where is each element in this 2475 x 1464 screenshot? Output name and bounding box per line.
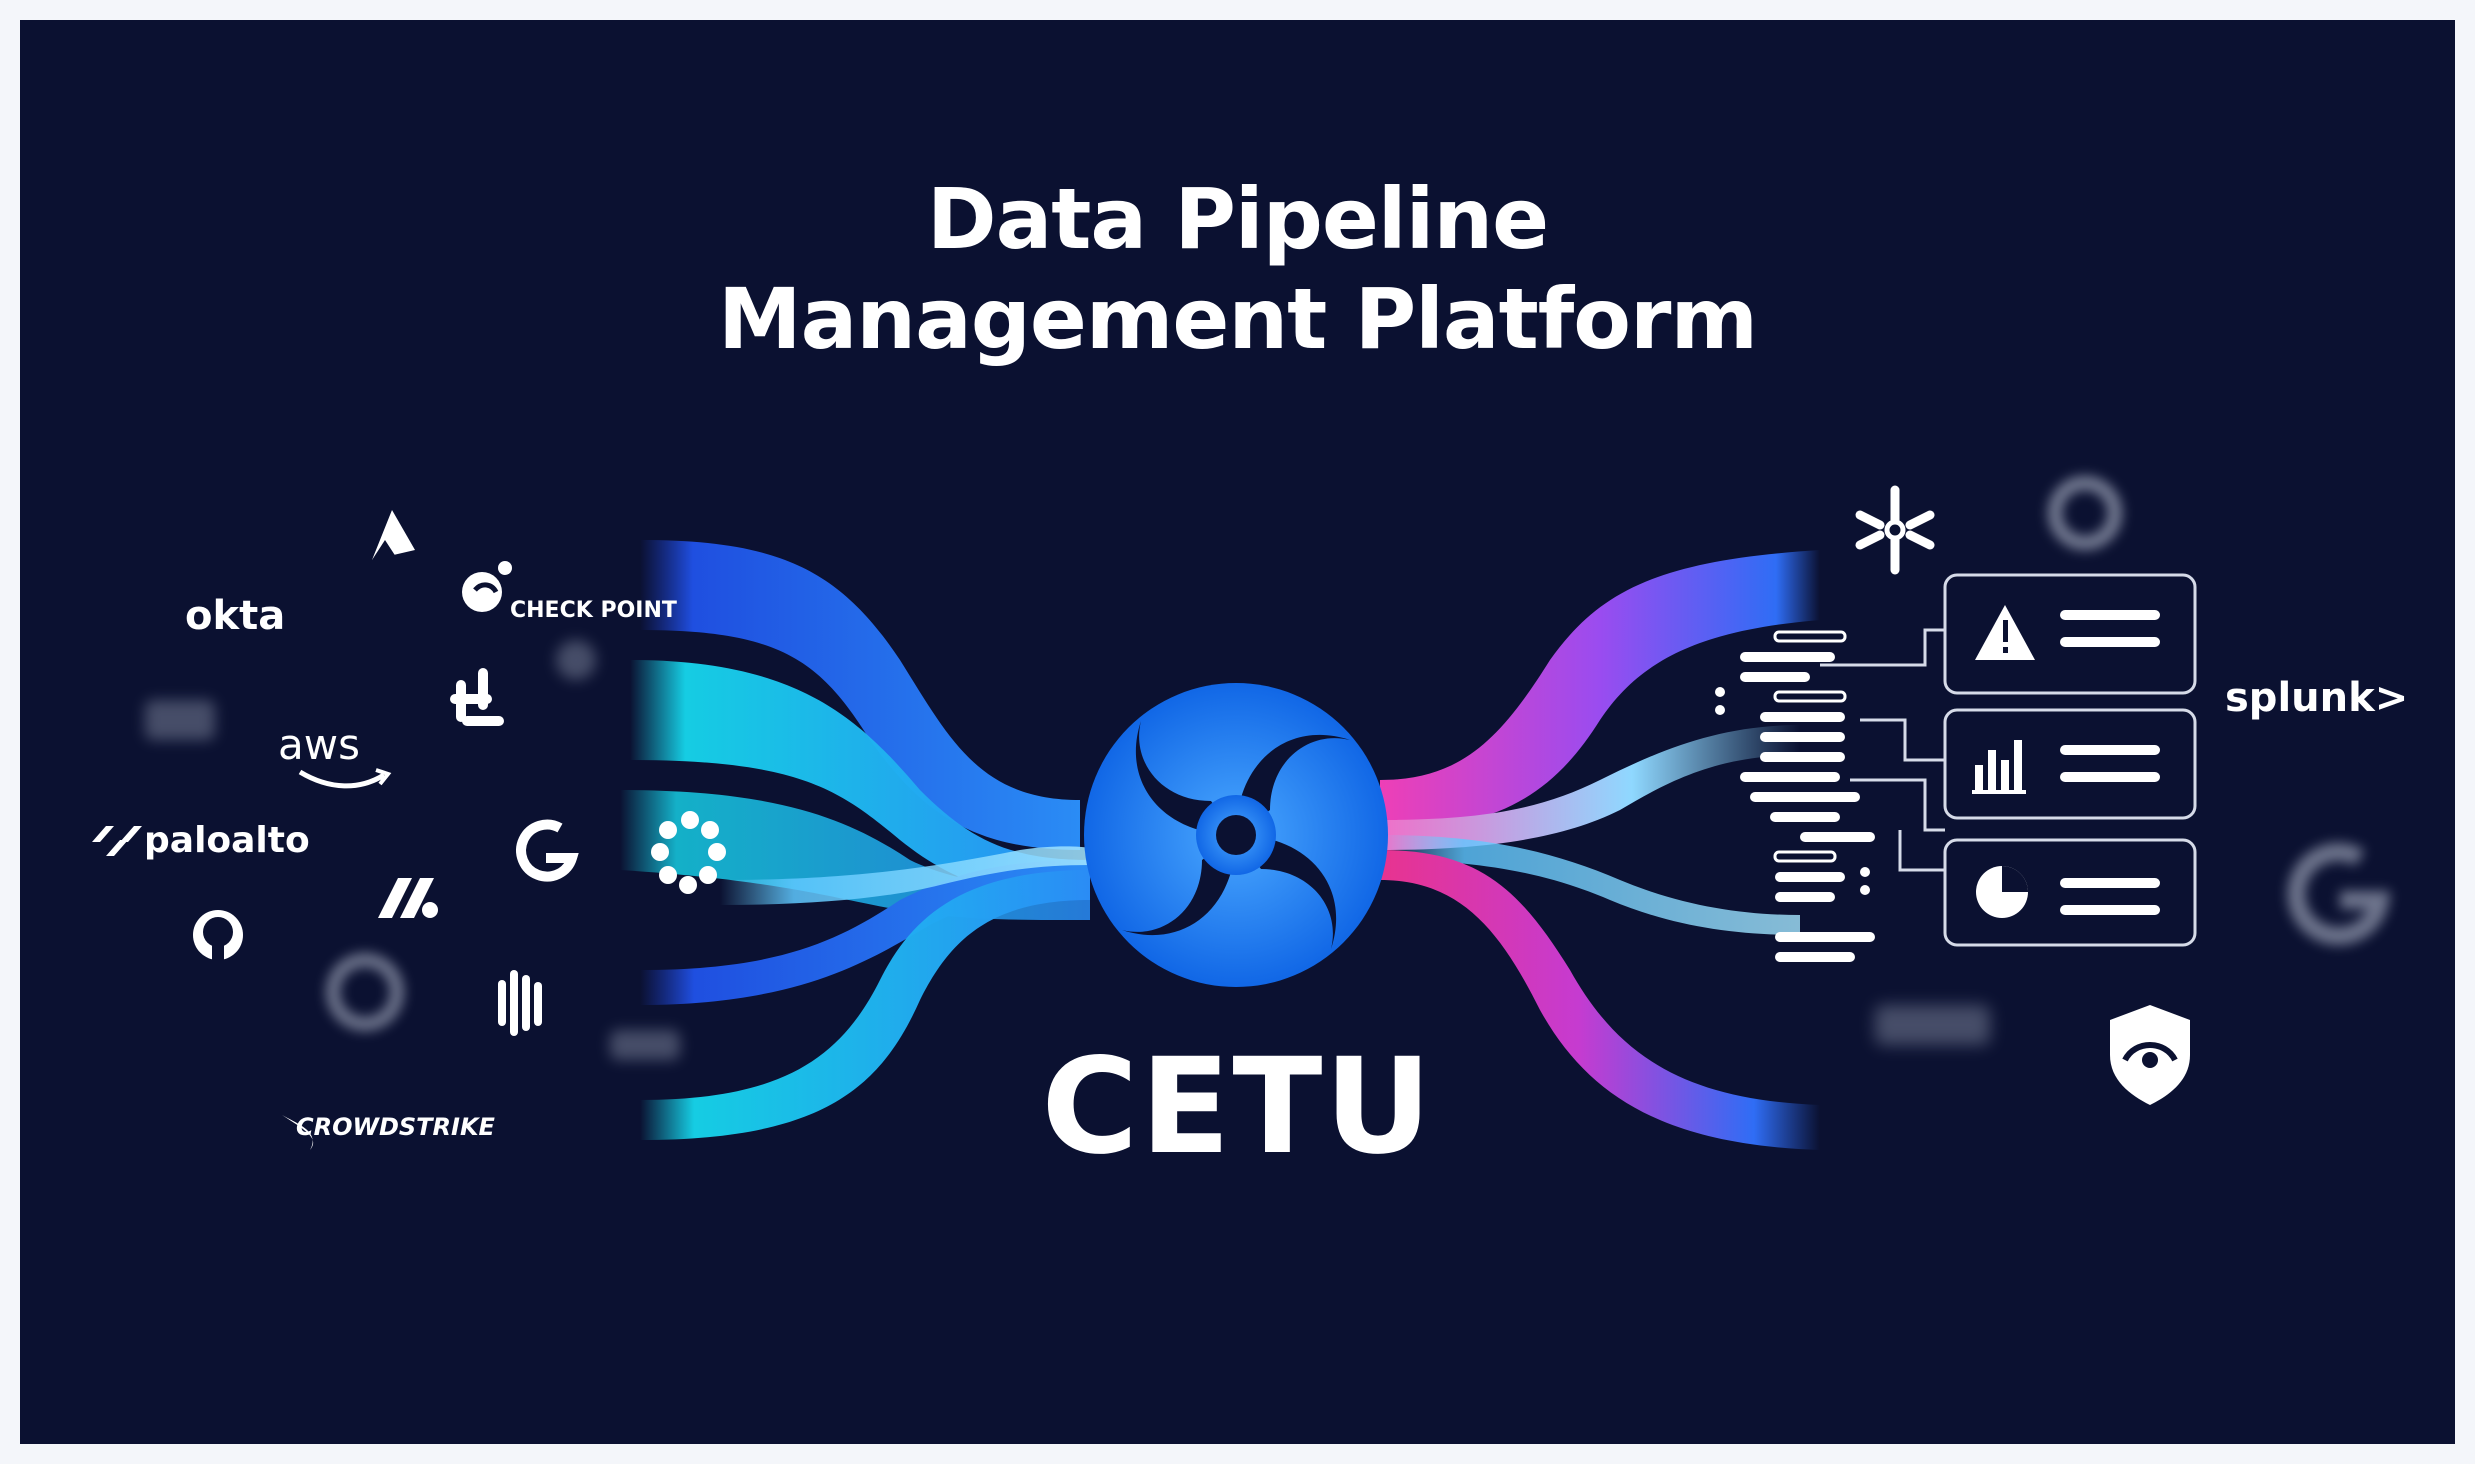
chart-card bbox=[1943, 708, 2197, 820]
paloalto-logo: paloalto bbox=[144, 820, 310, 861]
source-streams bbox=[620, 540, 1090, 1140]
slash-logo-icon bbox=[378, 878, 438, 918]
cetu-hub-icon bbox=[1084, 683, 1388, 987]
dashboard-cards bbox=[1943, 573, 2197, 947]
checkpoint-logo-icon bbox=[462, 561, 512, 612]
crowdstrike-logo: CROWDSTRIKE bbox=[296, 1113, 495, 1141]
alert-card bbox=[1943, 573, 2197, 695]
google-icon bbox=[516, 819, 579, 882]
snowflake-icon bbox=[1855, 485, 1935, 575]
aws-smile-icon bbox=[298, 768, 392, 789]
destination-streams bbox=[1380, 550, 1820, 1150]
alert-icon bbox=[1975, 605, 2035, 660]
okta-logo: okta bbox=[185, 593, 286, 639]
brand-name: CETU bbox=[1041, 1030, 1434, 1184]
blurred-logo bbox=[1875, 1005, 1990, 1045]
bars-logo-icon bbox=[498, 970, 542, 1036]
ring-logo-icon bbox=[326, 953, 404, 1031]
log-lines bbox=[1715, 630, 1875, 962]
connector-lines bbox=[1820, 628, 1945, 872]
paloalto-icon bbox=[92, 826, 142, 856]
ring-dots-icon bbox=[651, 811, 726, 894]
github-icon bbox=[193, 910, 243, 960]
ring-logo-icon bbox=[2048, 476, 2122, 550]
checkpoint-logo: CHECK POINT bbox=[510, 598, 677, 623]
page-title-line-2: Management Platform bbox=[718, 270, 1758, 368]
slack-icon bbox=[450, 668, 504, 726]
splunk-logo: splunk> bbox=[2225, 675, 2409, 721]
bar-chart-icon bbox=[1972, 740, 2026, 794]
blurred-logo bbox=[145, 640, 680, 1060]
hero-banner: Data Pipeline Management Platform CETU o… bbox=[20, 20, 2455, 1444]
page-title-line-1: Data Pipeline bbox=[926, 170, 1549, 268]
shield-eye-icon bbox=[2110, 1005, 2190, 1105]
aws-logo: aws bbox=[278, 720, 360, 769]
triangle-logo-icon bbox=[372, 510, 415, 560]
pipeline-artwork bbox=[92, 476, 2391, 1150]
report-card bbox=[1943, 838, 2197, 947]
google-icon bbox=[2287, 843, 2391, 946]
pie-chart-icon bbox=[1976, 866, 2028, 918]
